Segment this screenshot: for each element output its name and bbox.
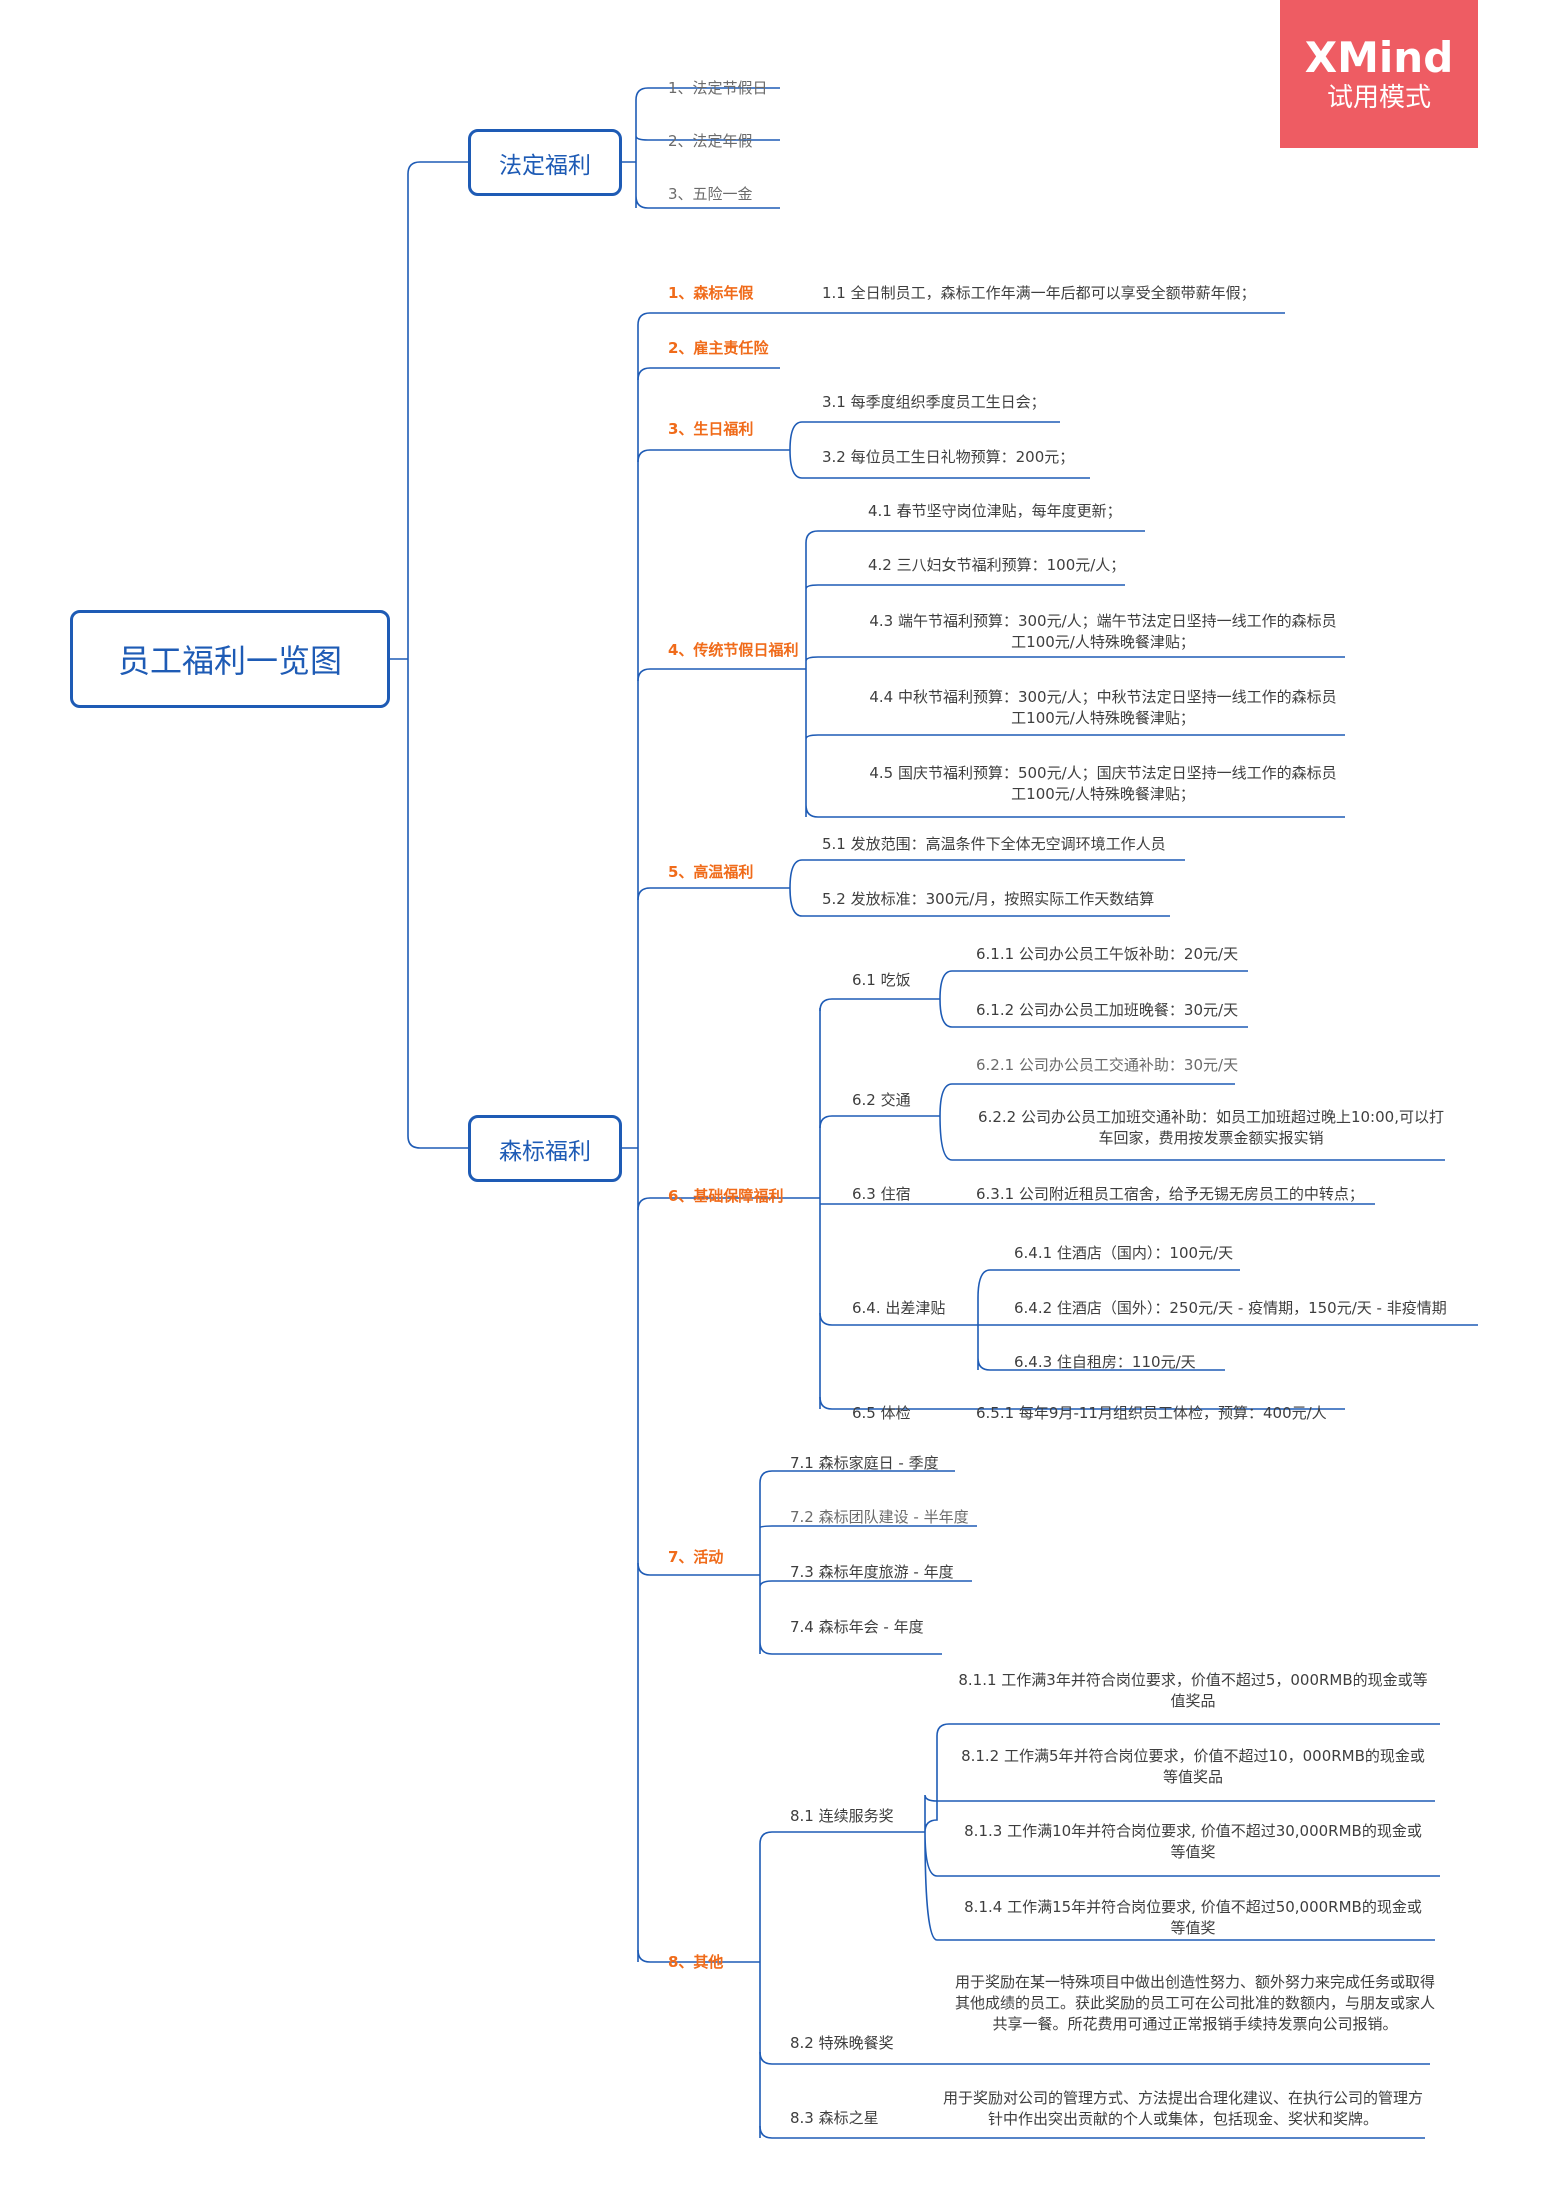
sub-lodging[interactable]: 6.3 住宿	[852, 1185, 911, 1203]
sub-service-award[interactable]: 8.1 连续服务奖	[790, 1807, 894, 1825]
service-award-item[interactable]: 8.1.3 工作满10年并符合岗位要求, 价值不超过30,000RMB的现金或等…	[964, 1822, 1422, 1861]
meal-item[interactable]: 6.1.2 公司办公员工加班晚餐：30元/天	[976, 1001, 1239, 1019]
star-desc[interactable]: 用于奖励对公司的管理方式、方法提出合理化建议、在执行公司的管理方针中作出突出贡献…	[942, 2089, 1423, 2128]
traffic-item[interactable]: 6.2.1 公司办公员工交通补助：30元/天	[976, 1056, 1239, 1074]
holiday-item[interactable]: 4.1 春节坚守岗位津贴，每年度更新；	[868, 502, 1122, 520]
sub-special-dinner[interactable]: 8.2 特殊晚餐奖	[790, 2034, 894, 2052]
birthday-item[interactable]: 3.2 每位员工生日礼物预算：200元；	[822, 448, 1075, 466]
traffic-item[interactable]: 6.2.2 公司办公员工加班交通补助：如员工加班超过晚上10:00,可以打车回家…	[978, 1108, 1444, 1147]
heat-item[interactable]: 5.1 发放范围：高温条件下全体无空调环境工作人员	[822, 835, 1166, 853]
activity-item[interactable]: 7.4 森标年会 - 年度	[790, 1618, 924, 1636]
xmind-trial-watermark: XMind 试用模式	[1280, 0, 1478, 148]
statutory-item[interactable]: 1、法定节假日	[668, 79, 768, 97]
lodging-item[interactable]: 6.3.1 公司附近租员工宿舍，给予无锡无房员工的中转点；	[976, 1185, 1364, 1203]
service-award-item[interactable]: 8.1.2 工作满5年并符合岗位要求，价值不超过10，000RMB的现金或等值奖…	[961, 1747, 1425, 1786]
meal-item[interactable]: 6.1.1 公司办公员工午饭补助：20元/天	[976, 945, 1239, 963]
activity-item[interactable]: 7.1 森标家庭日 - 季度	[790, 1454, 939, 1472]
special-dinner-desc[interactable]: 用于奖励在某一特殊项目中做出创造性努力、额外努力来完成任务或取得其他成绩的员工。…	[955, 1973, 1436, 2033]
category-birthday[interactable]: 3、生日福利	[668, 420, 754, 438]
travel-item[interactable]: 6.4.1 住酒店（国内）：100元/天	[1014, 1244, 1234, 1262]
topic-statutory[interactable]: 法定福利	[468, 129, 622, 196]
activity-item[interactable]: 7.2 森标团队建设 - 半年度	[790, 1508, 969, 1526]
topic-company[interactable]: 森标福利	[468, 1115, 622, 1182]
travel-item[interactable]: 6.4.3 住自租房：110元/天	[1014, 1353, 1196, 1371]
category-activities[interactable]: 7、活动	[668, 1548, 724, 1566]
holiday-item[interactable]: 4.2 三八妇女节福利预算：100元/人；	[868, 556, 1126, 574]
category-employer-insurance[interactable]: 2、雇主责任险	[668, 339, 769, 357]
service-award-item[interactable]: 8.1.4 工作满15年并符合岗位要求, 价值不超过50,000RMB的现金或等…	[964, 1898, 1422, 1937]
sub-star[interactable]: 8.3 森标之星	[790, 2109, 879, 2127]
statutory-item[interactable]: 3、五险一金	[668, 185, 753, 203]
category-basic-security[interactable]: 6、基础保障福利	[668, 1187, 784, 1205]
holiday-item[interactable]: 4.4 中秋节福利预算：300元/人；中秋节法定日坚持一线工作的森标员工100元…	[869, 688, 1337, 727]
activity-item[interactable]: 7.3 森标年度旅游 - 年度	[790, 1563, 954, 1581]
birthday-item[interactable]: 3.1 每季度组织季度员工生日会；	[822, 393, 1046, 411]
statutory-item[interactable]: 2、法定年假	[668, 132, 753, 150]
annual-leave-item[interactable]: 1.1 全日制员工，森标工作年满一年后都可以享受全额带薪年假；	[822, 284, 1256, 302]
sub-traffic[interactable]: 6.2 交通	[852, 1091, 911, 1109]
checkup-item[interactable]: 6.5.1 每年9月-11月组织员工体检，预算：400元/人	[976, 1404, 1327, 1422]
heat-item[interactable]: 5.2 发放标准：300元/月，按照实际工作天数结算	[822, 890, 1155, 908]
category-annual-leave[interactable]: 1、森标年假	[668, 284, 754, 302]
service-award-item[interactable]: 8.1.1 工作满3年并符合岗位要求，价值不超过5，000RMB的现金或等值奖品	[958, 1671, 1428, 1710]
category-holiday[interactable]: 4、传统节假日福利	[668, 641, 799, 659]
holiday-item[interactable]: 4.5 国庆节福利预算：500元/人；国庆节法定日坚持一线工作的森标员工100元…	[869, 764, 1337, 803]
sub-business-travel[interactable]: 6.4. 出差津贴	[852, 1299, 946, 1317]
category-other[interactable]: 8、其他	[668, 1953, 724, 1971]
travel-item[interactable]: 6.4.2 住酒店（国外）：250元/天 - 疫情期，150元/天 - 非疫情期	[1014, 1299, 1447, 1317]
root-topic[interactable]: 员工福利一览图	[70, 610, 390, 708]
watermark-brand: XMind	[1304, 33, 1454, 82]
sub-meal[interactable]: 6.1 吃饭	[852, 971, 911, 989]
sub-checkup[interactable]: 6.5 体检	[852, 1404, 911, 1422]
holiday-item[interactable]: 4.3 端午节福利预算：300元/人；端午节法定日坚持一线工作的森标员工100元…	[869, 612, 1337, 651]
watermark-label: 试用模式	[1326, 83, 1431, 113]
category-heat[interactable]: 5、高温福利	[668, 863, 754, 881]
